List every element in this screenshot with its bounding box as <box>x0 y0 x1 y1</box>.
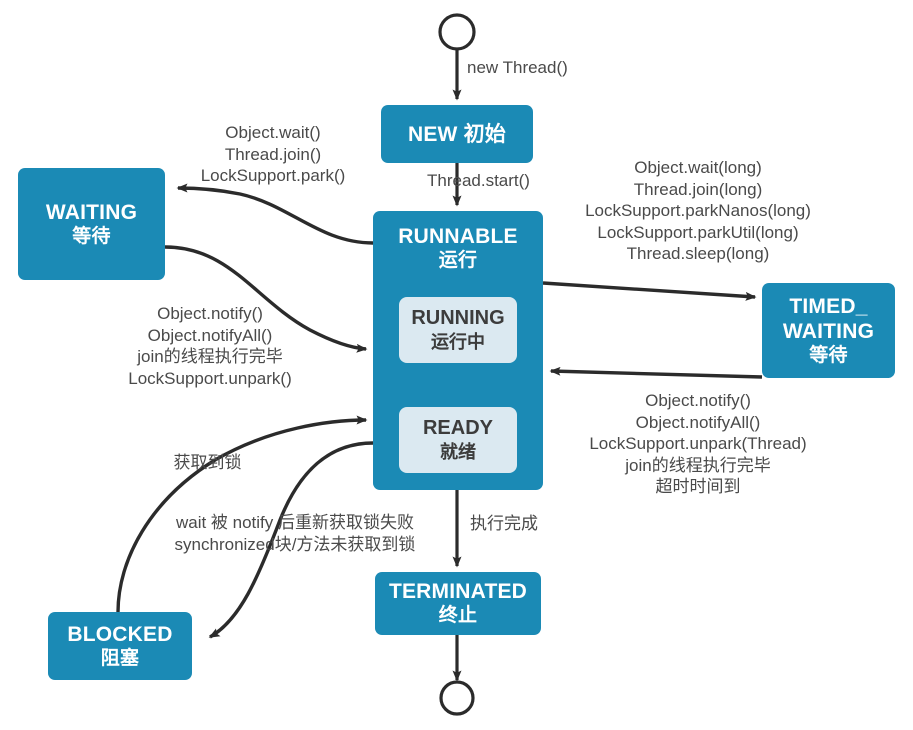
node-ready-label-cn: 就绪 <box>440 442 476 462</box>
end-circle-shape <box>439 680 475 716</box>
node-runnable-label-en: RUNNABLE <box>398 225 518 248</box>
edge-blocked-to-runnable <box>116 415 368 613</box>
edge-label-new-thread: new Thread() <box>467 58 568 77</box>
edge-label-to-timed-waiting: Object.wait(long) Thread.join(long) Lock… <box>585 158 811 263</box>
node-ready[interactable]: READY 就绪 <box>399 407 517 473</box>
node-terminated-label-cn: 终止 <box>438 605 478 626</box>
edge-label-to-terminated: 执行完成 <box>470 514 538 533</box>
start-circle-shape <box>438 13 476 51</box>
node-timed-waiting[interactable]: TIMED_ WAITING 等待 <box>762 283 895 378</box>
node-timed-waiting-label-cn: 等待 <box>809 344 848 366</box>
edge-label-from-blocked: 获取到锁 <box>173 453 242 472</box>
edge-label-from-timed-waiting: Object.notify() Object.notifyAll() LockS… <box>589 391 807 496</box>
node-blocked[interactable]: BLOCKED 阻塞 <box>48 612 192 680</box>
node-runnable-label-cn: 运行 <box>438 250 478 271</box>
edge-runnable-to-timed-waiting <box>542 281 757 301</box>
node-ready-label-en: READY <box>422 417 493 439</box>
edge-label-to-waiting: Object.wait() Thread.join() LockSupport.… <box>200 123 346 185</box>
edge-label-thread-start: Thread.start() <box>427 171 530 190</box>
node-running-label-en: RUNNING <box>411 307 505 329</box>
edge-waiting-to-runnable <box>164 245 368 353</box>
node-waiting-label-en: WAITING <box>45 200 138 224</box>
node-blocked-label-en: BLOCKED <box>67 622 173 646</box>
edge-timed-waiting-to-runnable <box>549 366 763 379</box>
node-terminated-label-en: TERMINATED <box>388 580 528 603</box>
edge-runnable-to-blocked <box>208 441 374 639</box>
edge-label-to-blocked: wait 被 notify 后重新获取锁失败 synchronized块/方法未… <box>174 513 416 554</box>
node-waiting[interactable]: WAITING 等待 <box>18 168 165 280</box>
edge-label-from-waiting: Object.notify() Object.notifyAll() join的… <box>128 304 292 388</box>
node-blocked-label-cn: 阻塞 <box>100 647 140 669</box>
node-terminated[interactable]: TERMINATED 终止 <box>375 572 541 635</box>
edge-runnable-to-waiting <box>176 183 374 245</box>
node-new-label: NEW 初始 <box>407 122 507 146</box>
node-new[interactable]: NEW 初始 <box>381 105 533 163</box>
node-waiting-label-cn: 等待 <box>72 225 111 247</box>
node-running[interactable]: RUNNING 运行中 <box>399 297 517 363</box>
node-running-label-cn: 运行中 <box>431 332 485 352</box>
node-timed-waiting-label-en: TIMED_ WAITING <box>782 294 875 343</box>
